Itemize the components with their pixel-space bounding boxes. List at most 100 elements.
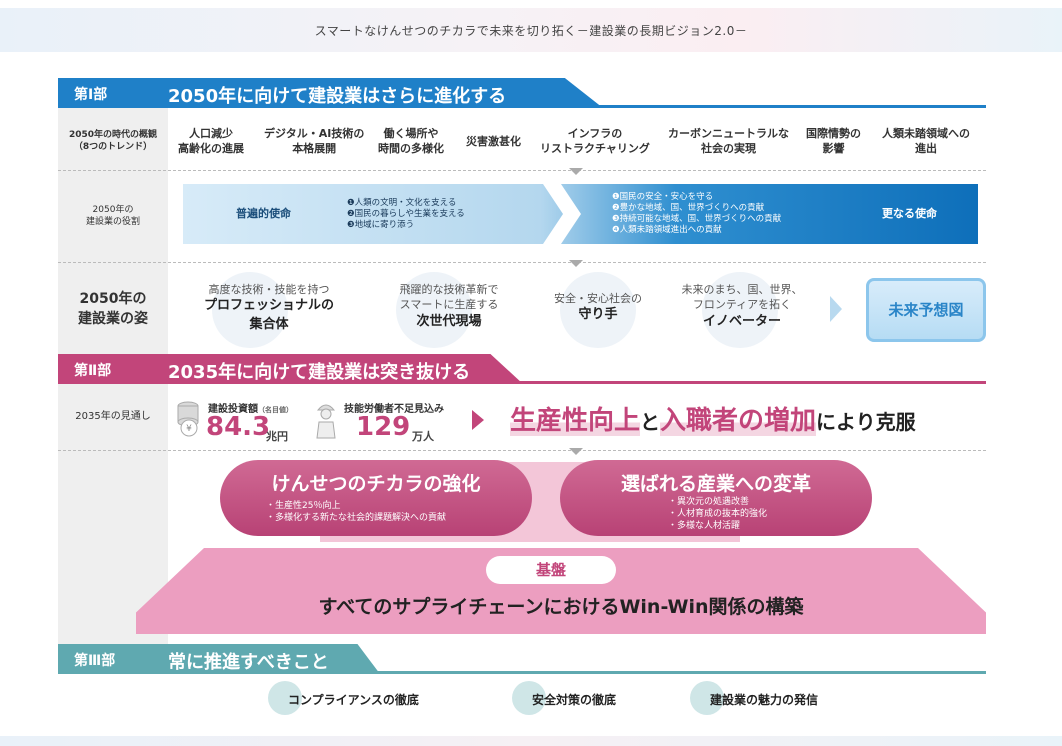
promote-item: 安全対策の徹底: [512, 681, 652, 715]
transform-pill: 選ばれる産業への変革 ・異次元の処遇改善 ・人材育成の抜本的強化 ・多様な人材活…: [560, 460, 872, 536]
investment-label-text: 建設投資額: [208, 404, 258, 415]
chevron-right-icon: [543, 184, 581, 244]
worker-icon: [316, 404, 336, 439]
foundation-text: すべてのサプライチェーンにおけるWin-Win関係の構築: [318, 596, 804, 618]
role-row-label: 2050年の 建設業の役割: [85, 205, 140, 228]
down-arrow-icon: [569, 448, 583, 455]
strengthen-title: けんせつのチカラの強化: [271, 473, 481, 495]
figure-item: 安全・安心社会の 守り手: [536, 291, 660, 325]
part2-title: 2035年に向けて建設業は突き抜ける: [168, 362, 471, 383]
part2-header-bar: [58, 354, 523, 384]
svg-text:¥: ¥: [186, 424, 192, 434]
promote-dot: [690, 681, 724, 715]
promote-item: コンプライアンスの徹底: [268, 681, 458, 715]
trend-item: インフラの リストラクチャリング: [540, 127, 650, 155]
part3-title: 常に推進すべきこと: [168, 652, 329, 673]
figure-main: イノベーター: [702, 313, 781, 329]
chevron-right-icon: [830, 296, 842, 322]
transform-item: ・人材育成の抜本的強化: [668, 509, 768, 520]
part2-header-line: [58, 381, 986, 384]
further-mission-item: ❷豊かな地域、国、世界づくりへの貢献: [612, 203, 765, 214]
transform-item: ・異次元の処遇改善: [668, 497, 750, 507]
promote-dot: [512, 681, 546, 715]
labor-label: 技能労働者不足見込み: [344, 404, 444, 415]
strengthen-item: ・生産性25％向上: [266, 501, 341, 511]
down-arrow-icon: [569, 260, 583, 267]
part3-header-line: [58, 671, 986, 674]
headline-productivity: 生産性向上: [510, 406, 641, 436]
transform-title: 選ばれる産業への変革: [620, 473, 811, 495]
headline-overcome: により克服: [816, 410, 916, 434]
part2-header: 第Ⅱ部 2035年に向けて建設業は突き抜ける: [58, 354, 986, 384]
trend-item: 災害激甚化: [466, 135, 521, 148]
trend-item: 国際情勢の 影響: [806, 127, 861, 155]
further-mission-item: ❶国民の安全・安心を守る: [612, 192, 714, 202]
figure-circle: [396, 272, 472, 348]
divider: [58, 450, 986, 451]
figure-sub: 安全・安心社会の: [554, 292, 642, 305]
outlook-row-label: 2035年の見通し: [75, 411, 151, 422]
trend-item: 人類未踏領域への 進出: [882, 127, 970, 155]
labor-unit: 万人: [412, 430, 434, 443]
universal-mission-list: ❶人類の文明・文化を支える ❷国民の暮らしや生業を支える ❸地域に寄り添う: [347, 198, 465, 231]
labor-value: 129: [356, 412, 411, 442]
down-arrow-icon: [569, 168, 583, 175]
future-forecast-button[interactable]: 未来予想図: [866, 278, 986, 342]
triangle-right-icon: [472, 410, 484, 430]
figure-sub: 高度な技術・技能を持つ: [208, 283, 330, 296]
divider: [58, 262, 986, 263]
bottom-banner: [0, 736, 1062, 746]
universal-mission-item: ❷国民の暮らしや生業を支える: [347, 209, 465, 220]
further-mission-label: 更なる使命: [882, 207, 937, 220]
investment-unit: 兆円: [266, 430, 288, 443]
figure-circle: [212, 272, 288, 348]
trend-item: 人口減少 高齢化の進展: [178, 127, 244, 155]
part3-header: 第Ⅲ部 常に推進すべきこと: [58, 644, 986, 674]
further-mission-item: ❹人類未踏領域進出への貢献: [612, 225, 722, 236]
promote-text: コンプライアンスの徹底: [288, 693, 419, 707]
part1-title: 2050年に向けて建設業はさらに進化する: [168, 86, 507, 107]
strengthen-list: ・生産性25％向上 ・多様化する新たな社会的課題解決への貢献: [266, 500, 446, 524]
promote-text: 安全対策の徹底: [532, 693, 617, 707]
figure-row-label: 2050年の 建設業の姿: [78, 291, 148, 327]
part1-label: 第Ⅰ部: [74, 87, 108, 103]
part1-header: 第Ⅰ部 2050年に向けて建設業はさらに進化する: [58, 78, 986, 108]
figure-item: 高度な技術・技能を持つ プロフェッショナルの 集合体: [186, 282, 352, 334]
part3-label: 第Ⅲ部: [74, 653, 116, 669]
figure-sub: 飛躍的な技術革新で スマートに生産する: [399, 283, 499, 312]
figure-item: 未来のまち、国、世界、 フロンティアを拓く イノベーター: [660, 282, 824, 331]
headline-recruit: 入職者の増加: [660, 406, 817, 436]
trend-item: カーボンニュートラルな 社会の実現: [668, 127, 789, 155]
document-title: スマートなけんせつのチカラで未来を切り拓く－建設業の長期ビジョン2.0－: [314, 24, 748, 38]
left-label-column: [58, 108, 168, 670]
universal-mission-label: 普遍的使命: [236, 207, 291, 220]
promote-item: 建設業の魅力の発信: [690, 681, 850, 715]
transform-item: ・多様な人材活躍: [668, 521, 741, 532]
part3-header-bar: [58, 644, 380, 674]
investment-value: 84.3: [206, 412, 271, 442]
trend-item: 働く場所や 時間の多様化: [378, 127, 444, 155]
strengthen-pill: けんせつのチカラの強化 ・生産性25％向上 ・多様化する新たな社会的課題解決への…: [220, 460, 532, 536]
promote-text: 建設業の魅力の発信: [710, 693, 819, 707]
further-mission-item: ❸持続可能な地域、国、世界づくりへの貢献: [612, 214, 782, 225]
top-banner: スマートなけんせつのチカラで未来を切り拓く－建設業の長期ビジョン2.0－: [0, 8, 1062, 52]
further-mission-list: ❶国民の安全・安心を守る ❷豊かな地域、国、世界づくりへの貢献 ❸持続可能な地域…: [612, 192, 781, 236]
trend-item: デジタル・AI技術の 本格展開: [264, 127, 365, 155]
trends-row-label: 2050年の時代の概観 （8つのトレンド）: [68, 130, 158, 153]
figure-sub: 未来のまち、国、世界、 フロンティアを拓く: [681, 283, 803, 312]
transform-list: ・異次元の処遇改善 ・人材育成の抜本的強化 ・多様な人材活躍: [668, 496, 767, 532]
divider: [58, 170, 986, 171]
headline: 生産性向上と入職者の増加により克服: [510, 400, 916, 437]
figure-circle: [702, 272, 778, 348]
figure-main: プロフェッショナルの 集合体: [203, 298, 334, 332]
investment-note: （名目値）: [258, 406, 293, 414]
figure-item: 飛躍的な技術革新で スマートに生産する 次世代現場: [372, 282, 526, 331]
foundation-label: 基盤: [486, 556, 616, 584]
universal-mission-item: ❶人類の文明・文化を支える: [347, 198, 457, 208]
figure-main: 次世代現場: [416, 313, 482, 329]
strengthen-item: ・多様化する新たな社会的課題解決への貢献: [266, 513, 447, 524]
part2-label: 第Ⅱ部: [74, 363, 112, 379]
figure-circle: [560, 272, 636, 348]
coins-icon: ¥: [177, 401, 199, 437]
headline-and: と: [640, 410, 661, 434]
